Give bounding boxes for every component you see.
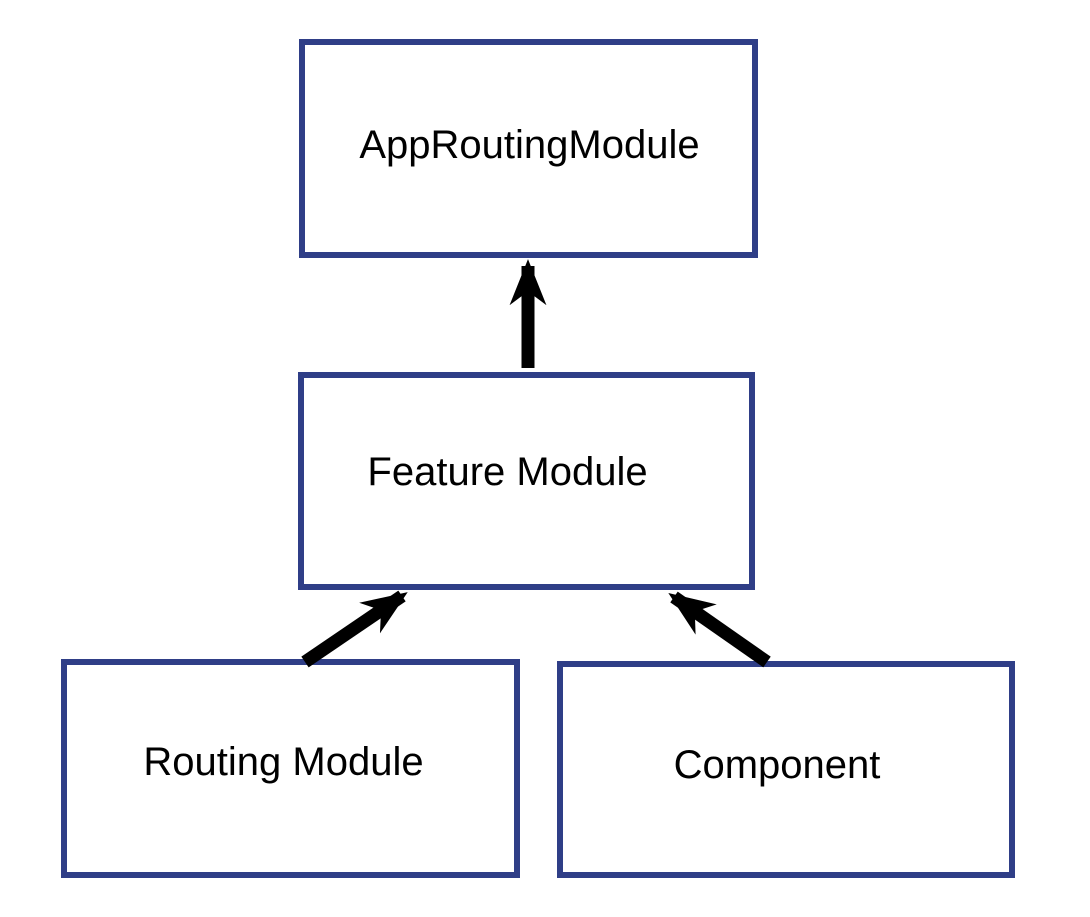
node-feature-module: Feature Module	[298, 372, 755, 590]
arrow-component-to-feature	[668, 591, 771, 668]
node-routing-module-label: Routing Module	[143, 739, 424, 784]
node-component: Component	[557, 661, 1015, 878]
node-component-label: Component	[673, 742, 881, 787]
node-app-routing-module-label: AppRoutingModule	[359, 122, 700, 167]
arrow-routingmodule-to-feature	[301, 590, 408, 668]
node-app-routing-module: AppRoutingModule	[299, 39, 758, 258]
node-routing-module: Routing Module	[61, 659, 520, 878]
node-feature-module-label: Feature Module	[367, 450, 648, 494]
